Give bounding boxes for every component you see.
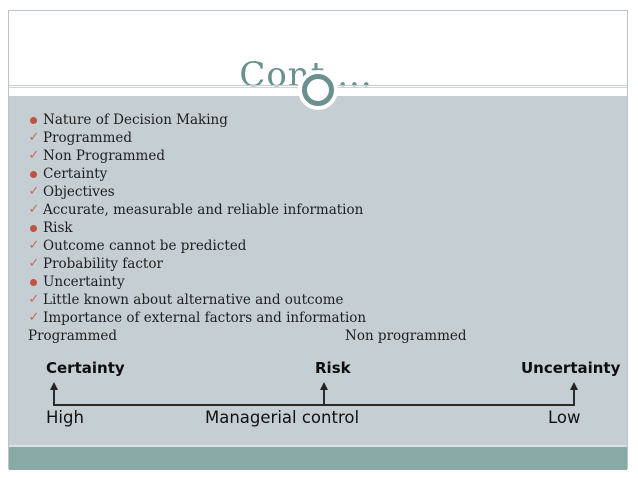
list-item: Risk [25,219,615,237]
list-item-text: Importance of external factors and infor… [43,310,367,326]
check-icon: ✓ [28,292,40,307]
scale-line [54,404,575,406]
list-item: ✓Objectives [25,183,615,201]
list-item: ✓Importance of external factors and info… [25,309,615,327]
check-icon: ✓ [28,202,40,217]
up-arrow-middle-icon [320,382,328,390]
diagram-label-risk: Risk [315,359,351,377]
list-item: ✓Accurate, measurable and reliable infor… [25,201,615,219]
list-item-text: Little known about alternative and outco… [43,292,344,308]
list-item: ✓Outcome cannot be predicted [25,237,615,255]
list-item-text: Objectives [43,184,115,200]
arrow-stem-middle [323,390,325,406]
up-arrow-right-icon [570,382,578,390]
programmed-row: Programmed Non programmed [9,327,627,345]
check-icon: ✓ [28,238,40,253]
check-icon: ✓ [28,310,40,325]
list-item-text: Nature of Decision Making [43,112,228,128]
list-item: Certainty [25,165,615,183]
list-item: ✓Probability factor [25,255,615,273]
footer-band [9,447,627,470]
non-programmed-label: Non programmed [345,328,467,344]
axis-label-managerial-control: Managerial control [205,408,360,427]
check-icon: ✓ [28,184,40,199]
bullet-dot-icon [25,219,43,237]
list-item-text: Non Programmed [43,148,165,164]
band-separator [9,445,627,447]
list-item: ✓Non Programmed [25,147,615,165]
list-item: Uncertainty [25,273,615,291]
bullet-dot-icon [25,111,43,129]
list-item-text: Probability factor [43,256,163,272]
bullet-dot-icon [25,273,43,291]
slide: Cont.... Nature of Decision Making✓Progr… [8,10,628,470]
check-icon: ✓ [28,256,40,271]
bullet-dot-icon [25,165,43,183]
up-arrow-left-icon [50,382,58,390]
arrow-stem-right [573,390,575,406]
check-icon: ✓ [28,130,40,145]
axis-label-high: High [46,408,84,427]
list-item-text: Accurate, measurable and reliable inform… [43,202,364,218]
list-item: ✓Programmed [25,129,615,147]
list-item-text: Programmed [43,130,133,146]
diagram-label-certainty: Certainty [46,359,125,377]
content-area: Nature of Decision Making✓Programmed✓Non… [9,96,627,445]
list-item-text: Risk [43,220,73,236]
check-icon: ✓ [28,148,40,163]
diagram-label-uncertainty: Uncertainty [521,359,621,377]
circle-ornament-icon [302,74,334,106]
list-item-text: Uncertainty [43,274,125,290]
programmed-label: Programmed [28,328,118,344]
arrow-stem-left [53,390,55,406]
axis-label-low: Low [548,408,581,427]
list-item: Nature of Decision Making [25,111,615,129]
list-item: ✓Little known about alternative and outc… [25,291,615,309]
list-item-text: Certainty [43,166,108,182]
list-item-text: Outcome cannot be predicted [43,238,247,254]
